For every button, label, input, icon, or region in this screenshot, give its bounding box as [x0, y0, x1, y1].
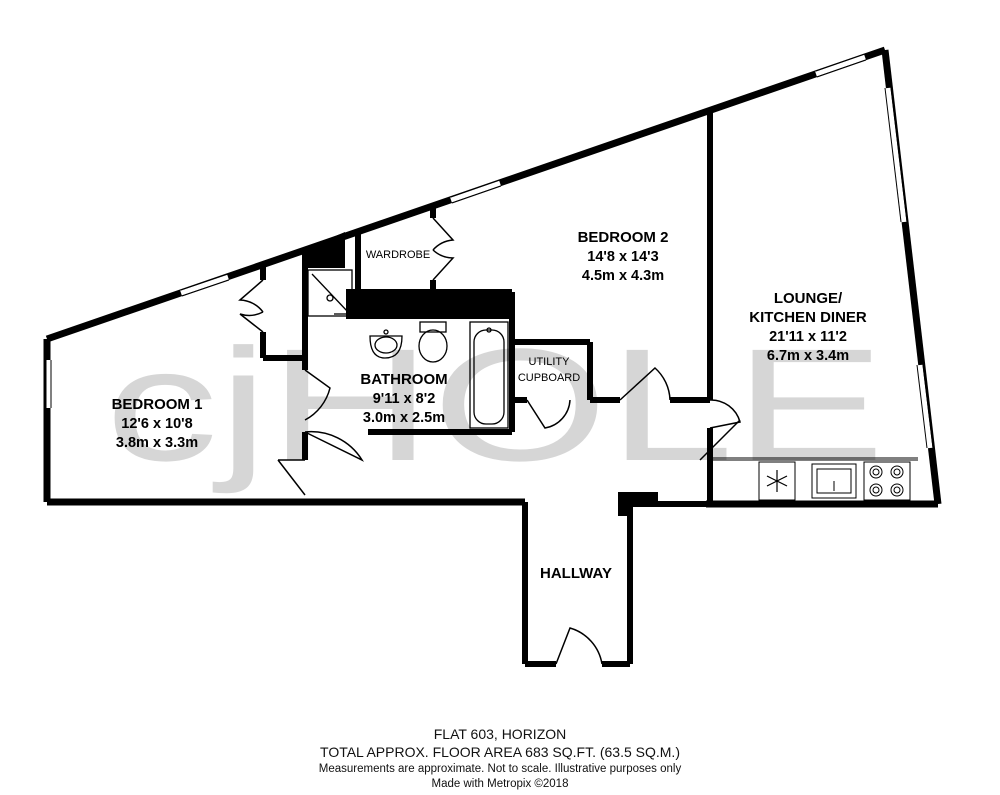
- footer-credit: Made with Metropix ©2018: [431, 778, 569, 790]
- lounge-metric: 6.7m x 3.4m: [767, 348, 849, 364]
- bedroom-1-metric: 3.8m x 3.3m: [116, 435, 198, 451]
- utility-name-line1: UTILITY: [529, 356, 571, 368]
- room-bathroom: BATHROOM 9'11 x 8'2 3.0m x 2.5m: [360, 371, 447, 426]
- bath-icon: [469, 321, 509, 429]
- room-utility: UTILITY CUPBOARD: [518, 356, 580, 384]
- bedroom-1-name: BEDROOM 1: [112, 396, 203, 413]
- room-wardrobe: WARDROBE: [366, 249, 430, 261]
- wardrobe-name: WARDROBE: [366, 249, 430, 261]
- bathroom-fixtures: [307, 269, 509, 429]
- bedroom-1-imperial: 12'6 x 10'8: [121, 416, 192, 432]
- room-lounge-kitchen: LOUNGE/ KITCHEN DINER 21'11 x 11'2 6.7m …: [749, 290, 867, 364]
- footer-area: TOTAL APPROX. FLOOR AREA 683 SQ.FT. (63.…: [320, 744, 680, 760]
- lounge-name-line2: KITCHEN DINER: [749, 309, 867, 326]
- windows: [44, 53, 934, 449]
- interior-walls: [260, 112, 713, 667]
- freezer-snowflake-icon: [766, 470, 788, 492]
- structural-blocks: [302, 232, 658, 516]
- sink-icon: [811, 463, 857, 499]
- shower-icon: [307, 269, 353, 317]
- lounge-imperial: 21'11 x 11'2: [769, 329, 847, 345]
- doors: [238, 217, 741, 665]
- bedroom-2-metric: 4.5m x 4.3m: [582, 268, 664, 284]
- hallway-name: HALLWAY: [540, 565, 612, 582]
- room-bedroom-2: BEDROOM 2 14'8 x 14'3 4.5m x 4.3m: [578, 229, 669, 284]
- toilet-icon: [418, 321, 448, 363]
- room-bedroom-1: BEDROOM 1 12'6 x 10'8 3.8m x 3.3m: [112, 396, 203, 451]
- bedroom-2-imperial: 14'8 x 14'3: [587, 249, 658, 265]
- room-hallway: HALLWAY: [540, 565, 612, 582]
- watermark: cjHOLE: [105, 315, 885, 494]
- hob-icon: [863, 461, 911, 501]
- bathroom-name: BATHROOM: [360, 371, 447, 388]
- lounge-name-line1: LOUNGE/: [774, 290, 843, 307]
- basin-icon: [369, 329, 403, 359]
- bedroom-2-name: BEDROOM 2: [578, 229, 669, 246]
- bathroom-imperial: 9'11 x 8'2: [373, 391, 436, 407]
- utility-name-line2: CUPBOARD: [518, 372, 580, 384]
- kitchen-counter: [710, 457, 918, 501]
- footer-disclaimer: Measurements are approximate. Not to sca…: [318, 763, 682, 775]
- footer-title: FLAT 603, HORIZON: [433, 726, 567, 742]
- bathroom-metric: 3.0m x 2.5m: [363, 410, 445, 426]
